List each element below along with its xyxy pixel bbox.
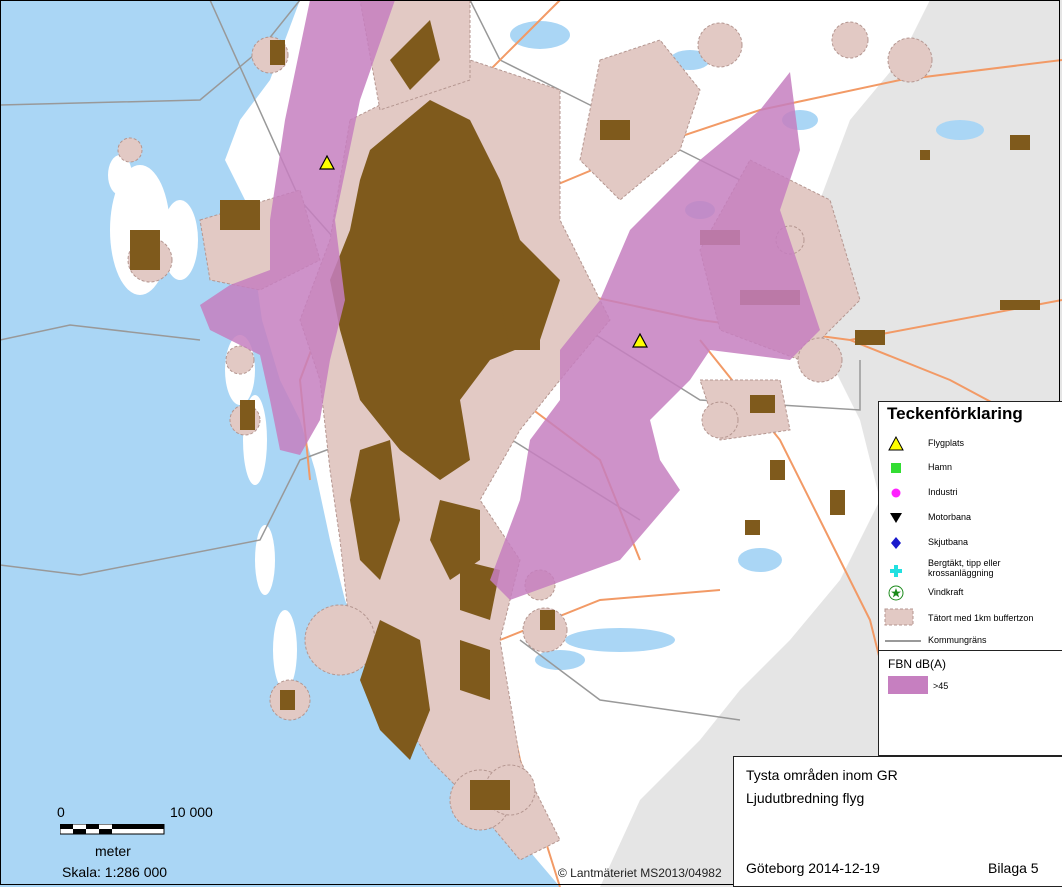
legend-label: Tätort med 1km buffertzon (928, 613, 1034, 623)
scale-bar-graphic (60, 824, 165, 835)
legend-panel: Teckenförklaring Flygplats Hamn Industri… (878, 401, 1062, 651)
noise-zone-east (490, 72, 820, 600)
legend-label-line1: Bergtäkt, tipp eller (928, 558, 1001, 568)
scale-start-label: 0 (57, 804, 65, 820)
legend-label: Skjutbana (928, 537, 969, 547)
legend-label: Flygplats (928, 438, 965, 448)
blue-diamond-icon (891, 537, 901, 549)
legend-label: Industri (928, 487, 958, 497)
scale-bar: 0 10 000 meter Skala: 1:286 000 (0, 800, 220, 887)
legend-item-flygplats: Flygplats (879, 435, 1062, 453)
title-block: Tysta områden inom GR Ljudutbredning fly… (733, 756, 1062, 887)
legend-label: Vindkraft (928, 587, 964, 597)
legend-item-industri: Industri (879, 484, 1062, 502)
legend-item-vindkraft: Vindkraft (879, 584, 1062, 602)
legend-label: Kommungräns (928, 635, 987, 645)
legend-item-motorbana: Motorbana (879, 509, 1062, 527)
legend-label: Hamn (928, 462, 953, 472)
buffer-zone-icon (884, 608, 914, 626)
scale-text: Skala: 1:286 000 (62, 864, 168, 880)
legend-item-kommungrans: Kommungräns (879, 632, 1062, 650)
black-triangle-down-icon (890, 513, 902, 523)
magenta-circle-icon (891, 488, 901, 498)
airport-north-icon[interactable] (318, 154, 336, 170)
noise-zones (200, 0, 820, 600)
map-title: Tysta områden inom GR (746, 767, 898, 783)
green-square-icon (891, 463, 901, 473)
scale-unit-label: meter (95, 843, 131, 859)
legend-label-line2: krossanläggning (928, 568, 994, 578)
annex-label: Bilaga 5 (988, 860, 1039, 876)
copyright-text: © Lantmäteriet MS2013/04982 (558, 866, 722, 880)
legend-label: Motorbana (928, 512, 972, 522)
fbn-title: FBN dB(A) (888, 657, 947, 671)
fbn-panel: FBN dB(A) >45 (878, 651, 1062, 756)
airport-east-icon[interactable] (631, 332, 649, 348)
noise-zone-west (200, 0, 395, 455)
green-star-icon (888, 585, 904, 601)
legend-title: Teckenförklaring (887, 404, 1023, 423)
map-date: Göteborg 2014-12-19 (746, 860, 880, 876)
map-subtitle: Ljudutbredning flyg (746, 790, 865, 806)
fbn-label: >45 (933, 681, 949, 691)
legend-item-hamn: Hamn (879, 459, 1062, 477)
scale-end-label: 10 000 (170, 804, 213, 820)
cyan-cross-icon (890, 565, 902, 577)
legend-item-skjutbana: Skjutbana (879, 534, 1062, 552)
fbn-swatch (888, 676, 928, 694)
legend-item-bergtakt: Bergtäkt, tipp eller krossanläggning (879, 557, 1062, 579)
yellow-triangle-icon (888, 435, 904, 451)
legend-item-tatort: Tätort med 1km buffertzon (879, 607, 1062, 629)
boundary-line-icon (885, 640, 921, 642)
